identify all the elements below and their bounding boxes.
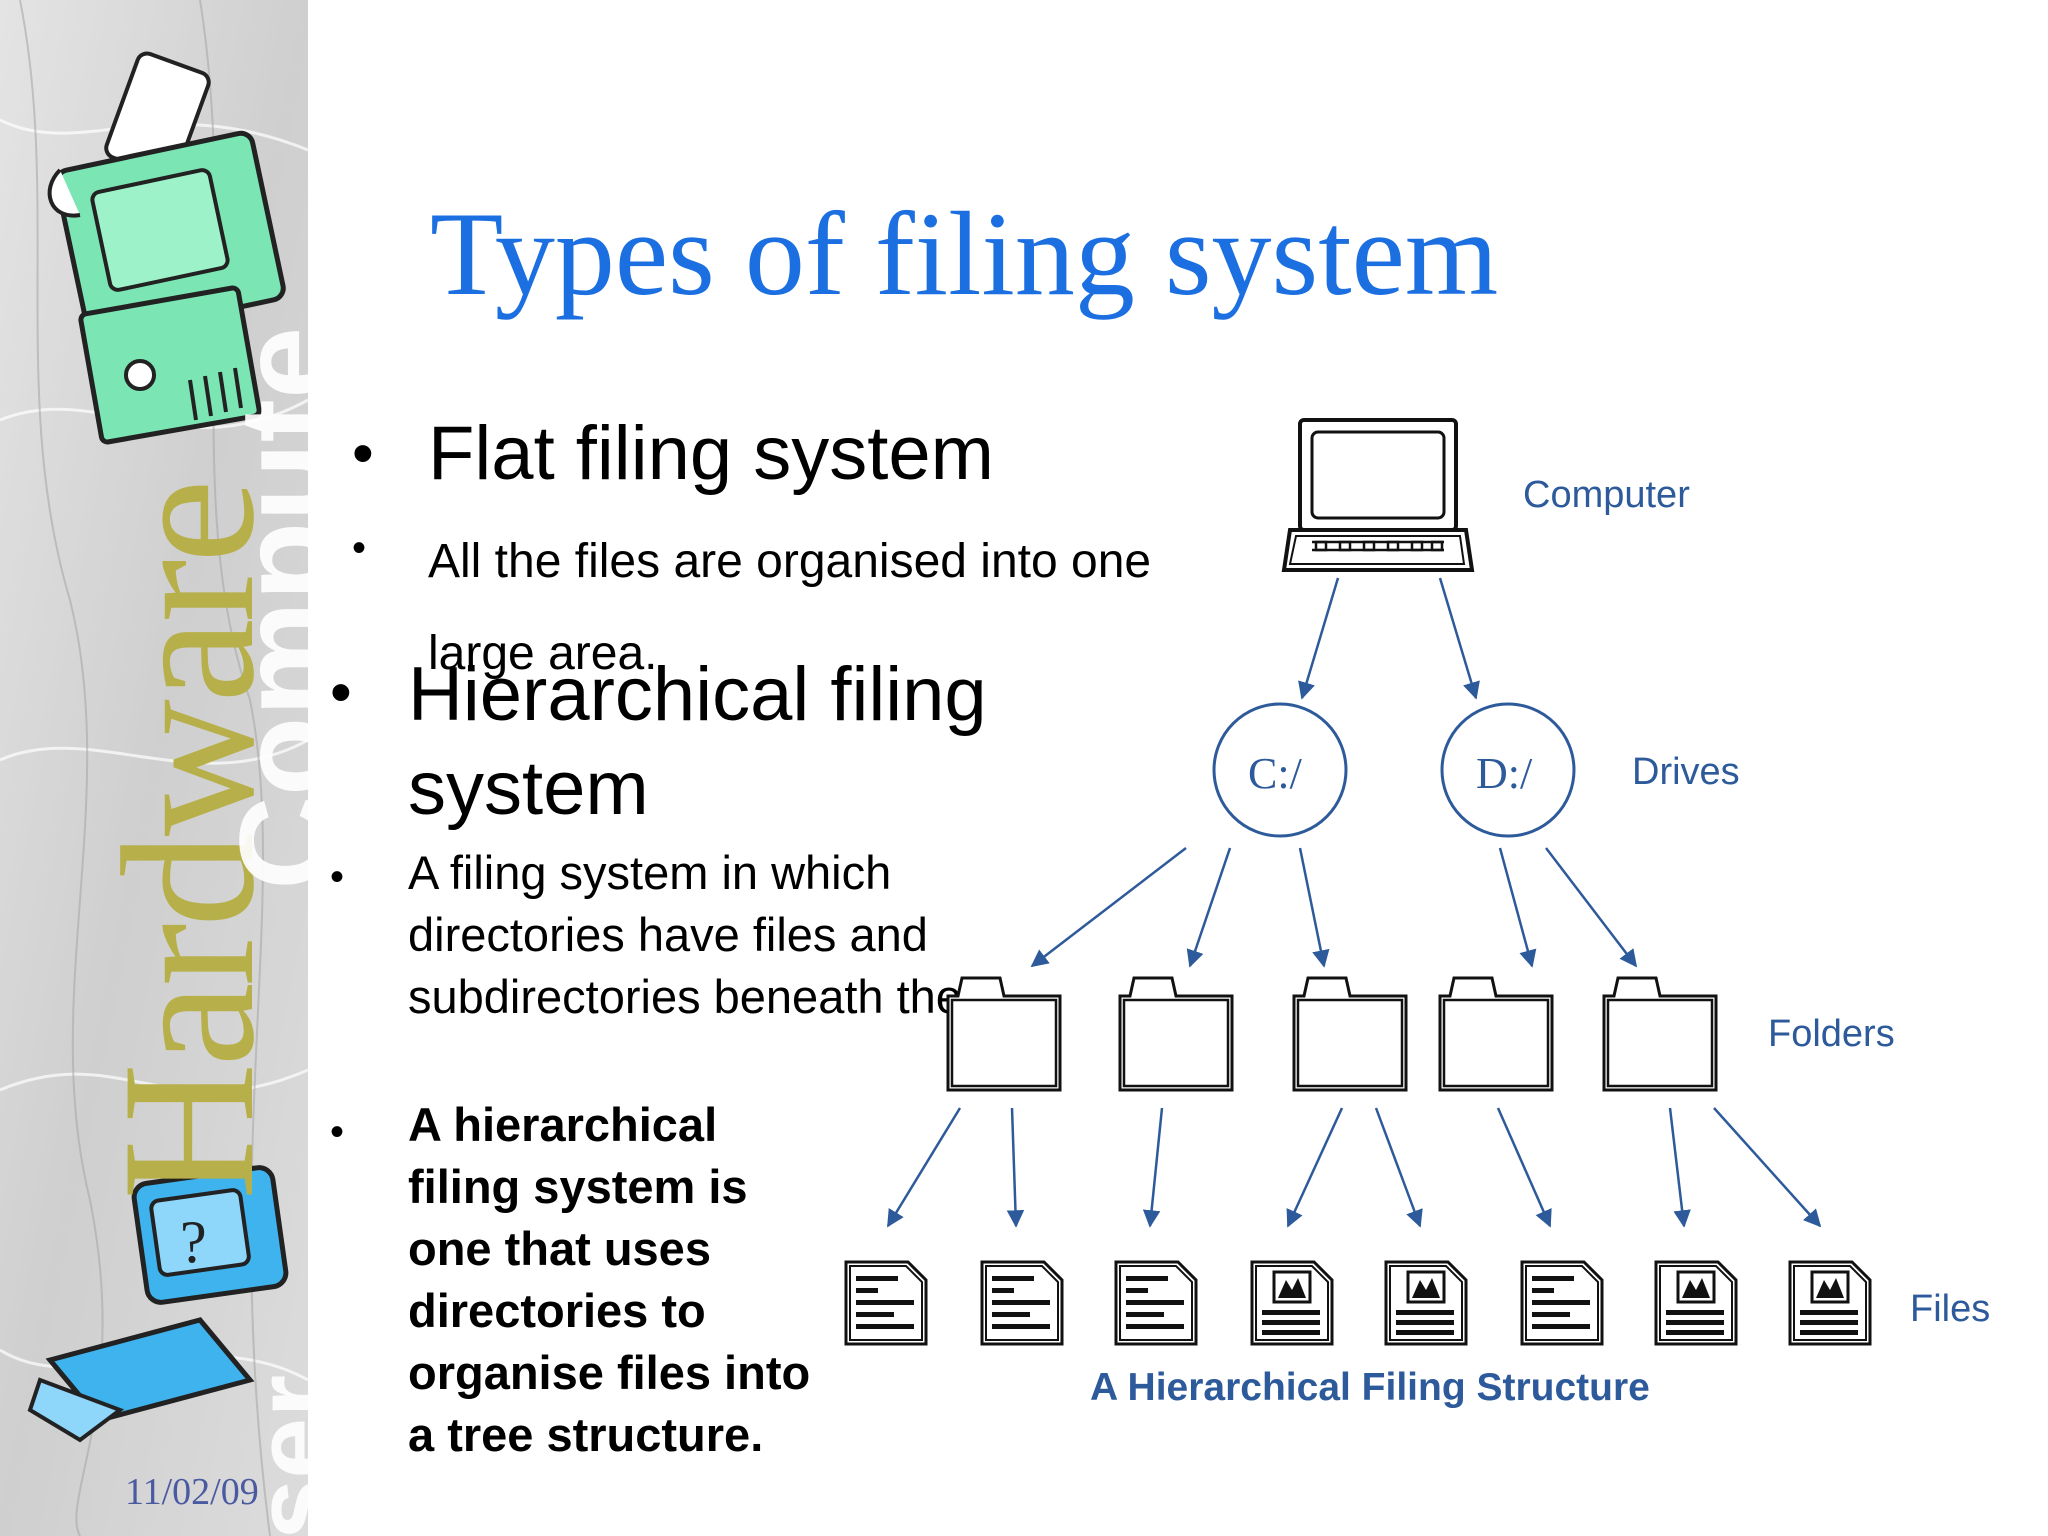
bullet-dot: •	[330, 855, 345, 899]
bullet-dot: •	[352, 526, 367, 570]
arrows-computer-to-drives	[1298, 577, 1480, 700]
text-file-icon	[1114, 1260, 1198, 1346]
slide-date: 11/02/09	[125, 1471, 259, 1513]
arrows-folders-to-files	[886, 1107, 1822, 1228]
diagram-label-drives: Drives	[1632, 751, 1740, 793]
picture-file-icon	[1250, 1260, 1334, 1346]
bullet-hierarchical-definition: A hierarchical filing system is one that…	[408, 1098, 811, 1461]
svg-text:?: ?	[180, 1209, 207, 1275]
arrows-drives-to-folders	[1030, 847, 1638, 968]
folder-icon	[946, 976, 1062, 1092]
computer-laptop-icon	[1281, 418, 1475, 572]
slide-title: Types of filing system	[430, 187, 1499, 320]
bullet-hierarchical-description: A filing system in which directories hav…	[408, 846, 1015, 1023]
diagram-caption: A Hierarchical Filing Structure	[1090, 1366, 1650, 1409]
picture-file-icon	[1654, 1260, 1738, 1346]
bullet-flat-description: All the files are organised into one lar…	[428, 535, 1152, 680]
bullet-flat-heading: Flat filing system	[428, 411, 994, 496]
drive-c-label: C:/	[1248, 749, 1302, 798]
bullet-dot: •	[352, 419, 374, 488]
bullet-hierarchical-heading: Hierarchical filing system	[408, 652, 987, 831]
marble-background: ?	[0, 0, 308, 1536]
bullet-dot: •	[330, 1110, 345, 1154]
diagram-label-folders: Folders	[1768, 1013, 1895, 1055]
drive-d-icon	[1440, 702, 1576, 838]
text-file-icon	[1520, 1260, 1604, 1346]
diagram-label-computer: Computer	[1523, 474, 1690, 516]
drive-d-label: D:/	[1476, 749, 1533, 798]
text-file-icon	[844, 1260, 928, 1346]
drive-c-icon	[1212, 702, 1348, 838]
diagram-label-files: Files	[1910, 1288, 1991, 1330]
folder-icon	[1292, 976, 1408, 1092]
picture-file-icon	[1788, 1260, 1872, 1346]
decorative-sidebar: ? Hardware Compute ser 11/02/09	[0, 0, 308, 1536]
text-file-icon	[980, 1260, 1064, 1346]
folder-icon	[1118, 976, 1234, 1092]
folder-icon	[1438, 976, 1554, 1092]
folder-icon	[1602, 976, 1718, 1092]
confused-computer-icon: ?	[27, 1165, 289, 1443]
computer-cartoon-icon	[47, 51, 286, 445]
bullet-dot: •	[330, 658, 352, 727]
picture-file-icon	[1384, 1260, 1468, 1346]
